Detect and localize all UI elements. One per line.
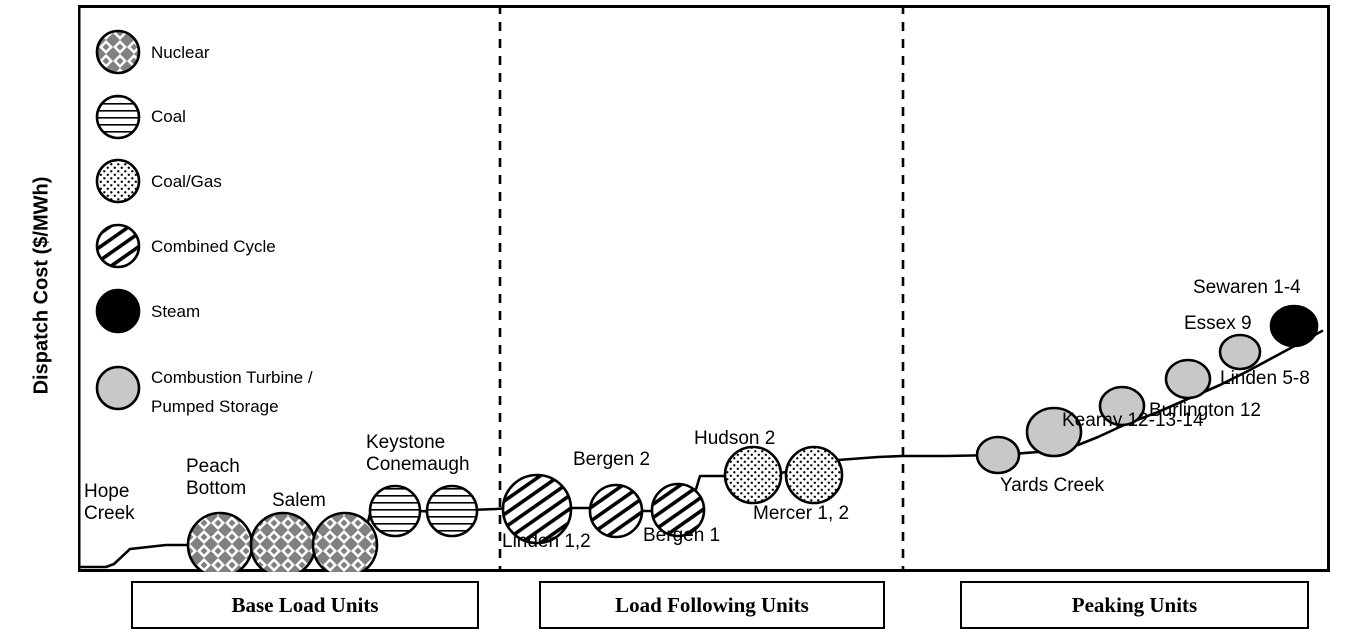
legend-swatch-coal-gas <box>95 158 141 204</box>
unit-marker-group-steam <box>1269 304 1319 348</box>
legend-label-combined-cycle: Combined Cycle <box>151 237 276 256</box>
unit-label-linden-1-2: Linden 1,2 <box>502 531 591 552</box>
unit-marker-linden-1-2 <box>501 473 573 545</box>
unit-label-yards-creek: Yards Creek <box>1000 475 1105 496</box>
unit-marker-group-combined-cycle <box>501 473 706 545</box>
unit-label-mercer-1-2: Mercer 1, 2 <box>753 503 850 524</box>
unit-marker-group-coal <box>368 484 479 538</box>
unit-marker-mercer-1-2 <box>784 445 844 505</box>
unit-label-bergen-1: Bergen 1 <box>643 525 721 546</box>
unit-marker-yards-creek <box>975 435 1021 475</box>
unit-label-essex-9: Essex 9 <box>1184 313 1252 334</box>
legend-swatch-combustion-turbine <box>95 365 141 411</box>
legend-swatch-nuclear <box>95 29 141 75</box>
legend-label-steam: Steam <box>151 302 201 321</box>
legend-label-coal: Coal <box>151 107 186 126</box>
unit-label-linden-5-8: Linden 5-8 <box>1220 368 1310 389</box>
category-box-base-load: Base Load Units <box>131 581 479 629</box>
unit-marker-salem <box>311 511 379 572</box>
unit-label-burlington-12: Burlington 12 <box>1149 400 1261 421</box>
legend-label-nuclear: Nuclear <box>151 43 210 62</box>
unit-marker-essex-9 <box>1218 333 1262 371</box>
unit-label-hudson-2: Hudson 2 <box>694 428 776 449</box>
unit-marker-bergen-1 <box>650 482 706 538</box>
unit-marker-hope-creek <box>186 511 254 572</box>
legend-label-coal-gas: Coal/Gas <box>151 172 222 191</box>
unit-marker-peach-bottom <box>249 511 317 572</box>
plot-frame <box>78 5 1330 572</box>
unit-marker-group-combustion-turbine <box>975 333 1262 475</box>
unit-marker-bergen-2 <box>588 483 644 539</box>
legend-swatch-steam <box>95 288 141 334</box>
unit-marker-group-nuclear <box>186 511 379 572</box>
chart-svg <box>78 5 1330 572</box>
unit-label-bergen-2: Bergen 2 <box>573 449 651 470</box>
unit-marker-burlington-12 <box>1098 385 1146 427</box>
unit-marker-conemaugh <box>425 484 479 538</box>
category-box-peaking: Peaking Units <box>960 581 1309 629</box>
unit-label-salem: Salem <box>272 490 326 511</box>
unit-label-kearny: Kearny 12-13-14 <box>1062 410 1204 431</box>
unit-label-sewaren-1-4: Sewaren 1-4 <box>1193 277 1301 298</box>
unit-marker-group-coal-gas <box>723 445 844 505</box>
y-axis-label: Dispatch Cost ($/MWh) <box>30 176 53 395</box>
legend-label-combustion-turbine-line2: Pumped Storage <box>151 397 279 416</box>
plot-area: Nuclear Coal Coal/Gas Combined Cycle Ste… <box>78 5 1330 572</box>
unit-marker-sewaren-1-4 <box>1269 304 1319 348</box>
category-box-load-following: Load Following Units <box>539 581 885 629</box>
unit-marker-kearny <box>1025 406 1083 458</box>
unit-marker-hudson-2 <box>723 445 783 505</box>
unit-marker-linden-5-8 <box>1164 358 1212 400</box>
legend-swatch-combined-cycle <box>95 223 141 269</box>
legend-label-combustion-turbine-line1: Combustion Turbine / <box>151 368 313 387</box>
unit-marker-keystone <box>368 484 422 538</box>
legend-swatches <box>95 29 141 411</box>
legend-swatch-coal <box>95 94 141 140</box>
